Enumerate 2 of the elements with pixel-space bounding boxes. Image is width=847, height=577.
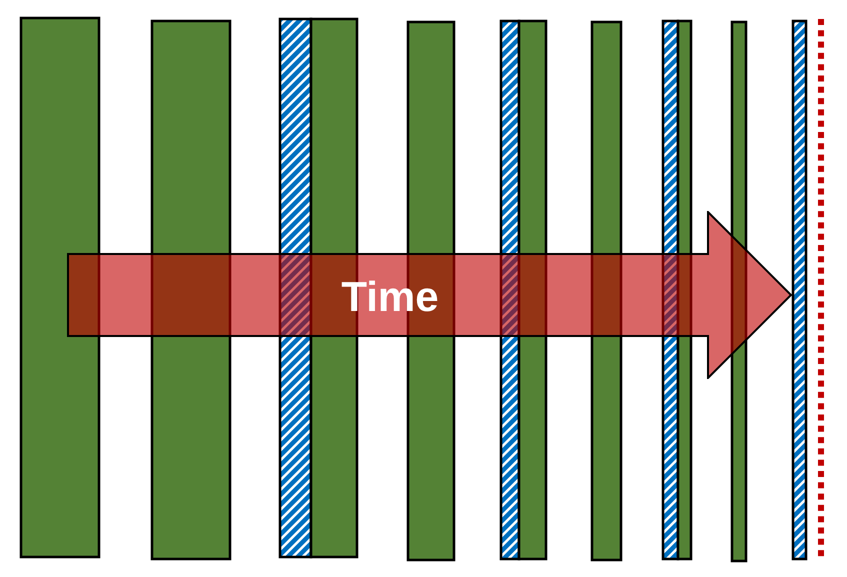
arrow-label: Time <box>341 276 439 318</box>
time-arrow <box>67 211 793 379</box>
